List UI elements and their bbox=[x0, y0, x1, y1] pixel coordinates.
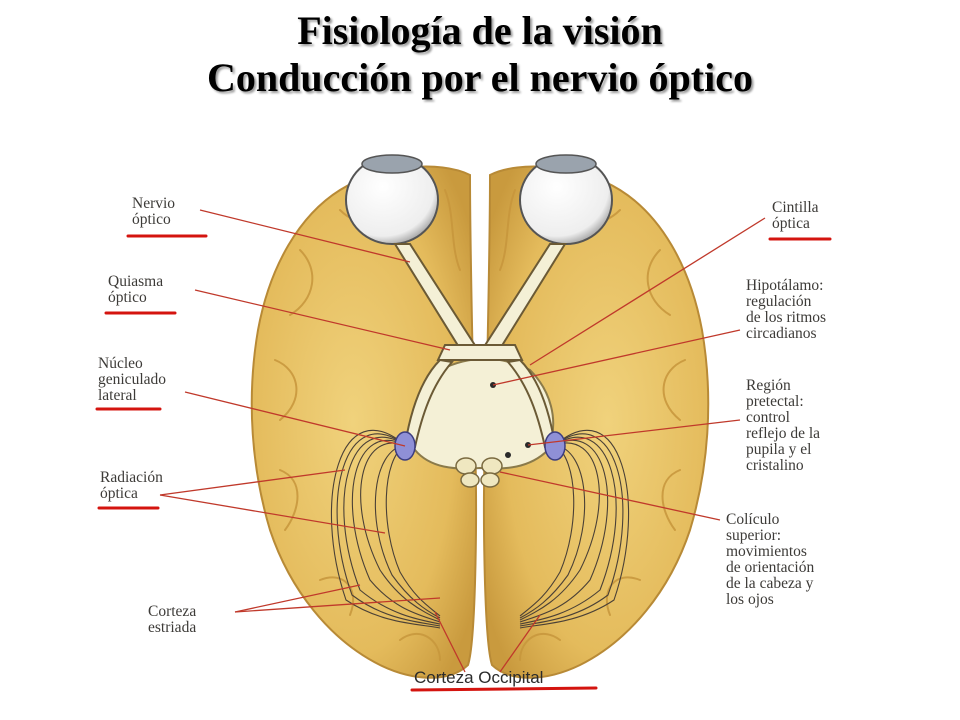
label-cintilla-optica: Cintilla óptica bbox=[772, 199, 819, 232]
label-nucleo-geniculado-lateral: Núcleo geniculado lateral bbox=[98, 355, 167, 404]
label-hipotalamo: Hipotálamo: regulación de los ritmos cir… bbox=[746, 277, 827, 342]
optic-radiation-left bbox=[330, 429, 441, 629]
optic-pathway bbox=[393, 243, 567, 449]
left-eye bbox=[345, 154, 439, 245]
right-eye bbox=[519, 154, 613, 245]
label-region-pretectal: Región pretectal: control reflejo de la … bbox=[746, 377, 821, 474]
label-quiasma-optico: Quiasma óptico bbox=[108, 273, 164, 306]
title-line-2: Conducción por el nervio óptico bbox=[207, 55, 753, 100]
superior-colliculi bbox=[455, 457, 503, 488]
title-line-1: Fisiología de la visión bbox=[297, 8, 663, 53]
label-coliculo-superior: Colículo superior: movimientos de orient… bbox=[726, 511, 815, 608]
label-radiacion-optica: Radiación óptica bbox=[100, 469, 163, 502]
optic-radiation-right bbox=[519, 429, 630, 629]
label-corteza-estriada: Corteza estriada bbox=[148, 603, 197, 636]
red-underlines bbox=[95, 234, 832, 692]
label-nervio-optico: Nervio óptico bbox=[132, 195, 176, 228]
label-corteza-occipital: Corteza Occipital bbox=[414, 668, 544, 687]
lgn-right bbox=[544, 431, 566, 461]
slide-title: Fisiología de la visión Conducción por e… bbox=[0, 8, 960, 102]
pointer-lines bbox=[159, 209, 766, 673]
